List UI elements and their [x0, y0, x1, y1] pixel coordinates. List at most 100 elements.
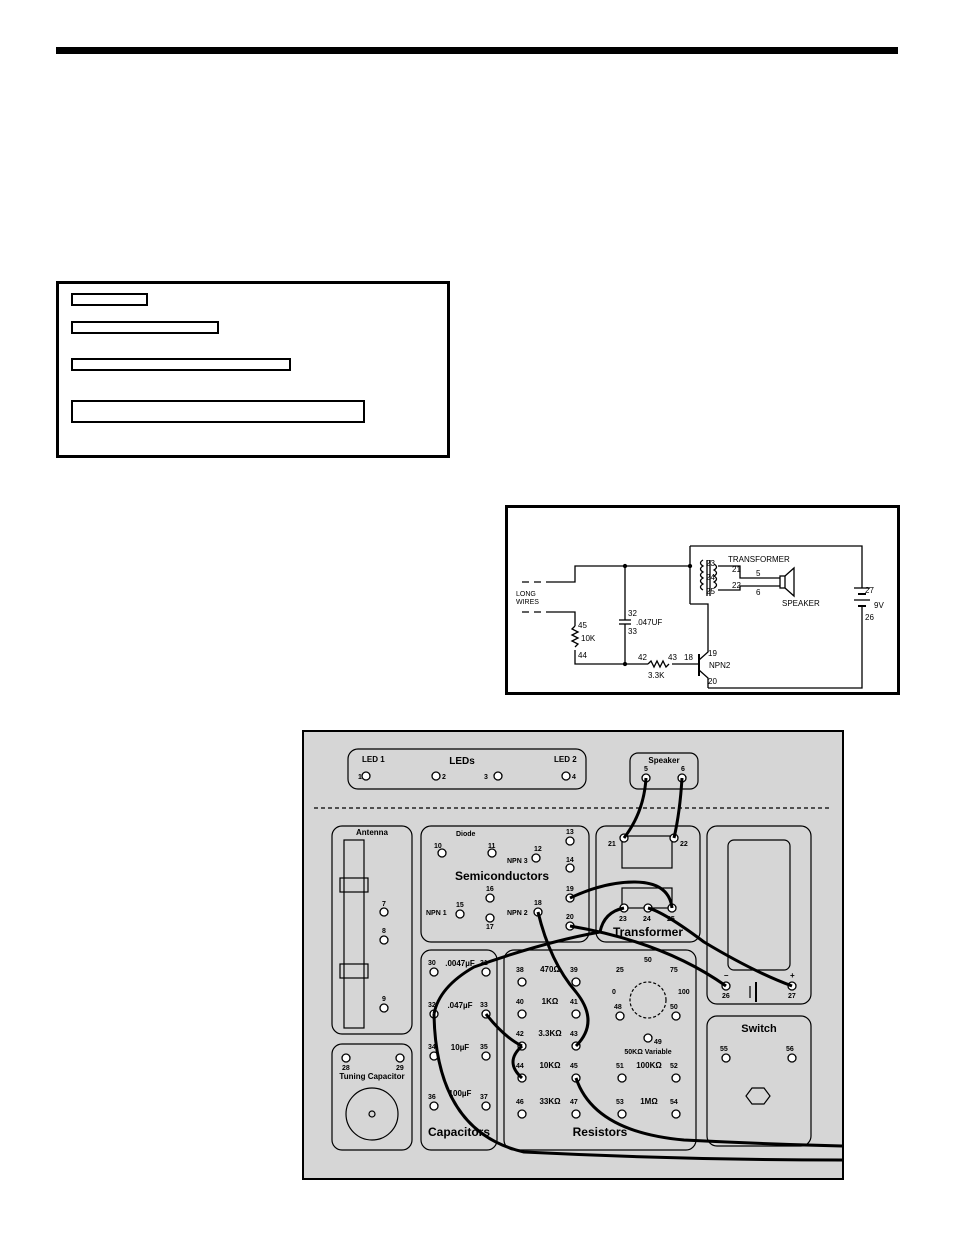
- terminal-16[interactable]: [485, 893, 495, 903]
- parts-line-2: [71, 321, 219, 334]
- long-wire-45[interactable]: [574, 1077, 842, 1148]
- resistor-100k-label: 100KΩ: [636, 1061, 662, 1070]
- terminal-55[interactable]: [721, 1053, 731, 1063]
- terminal-1[interactable]: [361, 771, 371, 781]
- switch-panel: [706, 1015, 812, 1147]
- terminal-50[interactable]: [671, 1011, 681, 1021]
- terminal-56[interactable]: [787, 1053, 797, 1063]
- terminal-10[interactable]: [437, 848, 447, 858]
- terminal-47[interactable]: [571, 1109, 581, 1119]
- tuning-capacitor-title: Tuning Capacitor: [339, 1072, 404, 1081]
- svg-text:49: 49: [654, 1039, 662, 1046]
- transformer-core-top: [621, 835, 673, 869]
- terminal-2[interactable]: [431, 771, 441, 781]
- semiconductors-title: Semiconductors: [455, 869, 549, 883]
- wire-23-32[interactable]: [432, 906, 625, 1015]
- transformer-primary-coil: [699, 559, 705, 591]
- pin-33: 33: [628, 627, 637, 636]
- wire-19-25[interactable]: [569, 880, 674, 909]
- terminal-49[interactable]: [643, 1033, 653, 1043]
- terminal-46[interactable]: [517, 1109, 527, 1119]
- pin-43: 43: [668, 653, 677, 662]
- wire-42-44[interactable]: [511, 1044, 524, 1080]
- svg-text:30: 30: [428, 960, 436, 967]
- svg-text:45: 45: [570, 1063, 578, 1070]
- terminal-41[interactable]: [571, 1009, 581, 1019]
- antenna-title: Antenna: [356, 828, 389, 837]
- terminal-3[interactable]: [493, 771, 503, 781]
- svg-text:17: 17: [486, 924, 494, 931]
- svg-text:33: 33: [480, 1002, 488, 1009]
- switch-title: Switch: [741, 1023, 777, 1035]
- antenna-rod: [343, 839, 365, 1029]
- schematic-diagram: LONG WIRES TRANSFORMER 23 24 25 21 22 5 …: [505, 505, 900, 695]
- wire-battery-top: [690, 545, 863, 588]
- terminal-4[interactable]: [561, 771, 571, 781]
- pin-20: 20: [708, 677, 717, 686]
- terminal-9[interactable]: [379, 1003, 389, 1013]
- battery-label: 9V: [874, 601, 884, 610]
- terminal-14[interactable]: [565, 863, 575, 873]
- svg-text:34: 34: [428, 1044, 436, 1051]
- terminal-11[interactable]: [487, 848, 497, 858]
- terminal-40[interactable]: [517, 1009, 527, 1019]
- terminal-17[interactable]: [485, 913, 495, 923]
- wire-18-43[interactable]: [536, 911, 590, 1048]
- parts-line-4: [71, 400, 365, 423]
- wire-top: [552, 565, 690, 583]
- resistor-33k-label: 33KΩ: [539, 1097, 561, 1106]
- wire-24-27[interactable]: [647, 906, 793, 988]
- terminal-13[interactable]: [565, 836, 575, 846]
- wire-5-21[interactable]: [622, 777, 648, 839]
- svg-text:14: 14: [566, 857, 574, 864]
- wire-6-22[interactable]: [672, 777, 684, 839]
- pin-42: 42: [638, 653, 647, 662]
- terminal-29[interactable]: [395, 1053, 405, 1063]
- terminal-37[interactable]: [481, 1101, 491, 1111]
- svg-text:42: 42: [516, 1031, 524, 1038]
- svg-text:56: 56: [786, 1046, 794, 1053]
- tuning-capacitor-panel: [331, 1043, 413, 1151]
- terminal-30[interactable]: [429, 967, 439, 977]
- svg-text:48: 48: [614, 1004, 622, 1011]
- terminal-39[interactable]: [571, 977, 581, 987]
- terminal-52[interactable]: [671, 1073, 681, 1083]
- npn3-label: NPN 3: [507, 858, 528, 865]
- speaker-panel: [629, 752, 699, 790]
- led1-label: LED 1: [362, 755, 385, 764]
- svg-text:38: 38: [516, 967, 524, 974]
- resistor-3k3-label: 3.3K: [648, 671, 665, 680]
- capacitor-label: .047UF: [636, 618, 662, 627]
- terminal-8[interactable]: [379, 935, 389, 945]
- wire-33-42[interactable]: [484, 1013, 523, 1048]
- long-wire-32[interactable]: [432, 1013, 842, 1162]
- switch-button[interactable]: [745, 1087, 771, 1105]
- terminal-48[interactable]: [615, 1011, 625, 1021]
- terminal-28[interactable]: [341, 1053, 351, 1063]
- svg-text:50: 50: [670, 1004, 678, 1011]
- terminal-35[interactable]: [481, 1051, 491, 1061]
- pin-27: 27: [865, 586, 874, 595]
- svg-text:6: 6: [681, 766, 685, 773]
- pin-5: 5: [756, 569, 761, 578]
- svg-text:75: 75: [670, 967, 678, 974]
- resistor-10k-symbol: [570, 625, 580, 648]
- svg-text:25: 25: [616, 967, 624, 974]
- pin-18: 18: [684, 653, 693, 662]
- terminal-38[interactable]: [517, 977, 527, 987]
- terminal-36[interactable]: [429, 1101, 439, 1111]
- resistors-panel: [503, 949, 697, 1151]
- speaker-label: SPEAKER: [782, 599, 820, 608]
- terminal-51[interactable]: [617, 1073, 627, 1083]
- terminal-53[interactable]: [617, 1109, 627, 1119]
- svg-text:47: 47: [570, 1099, 578, 1106]
- svg-text:22: 22: [680, 841, 688, 848]
- svg-text:43: 43: [570, 1031, 578, 1038]
- svg-text:28: 28: [342, 1065, 350, 1072]
- terminal-7[interactable]: [379, 907, 389, 917]
- wire-20-26[interactable]: [569, 924, 727, 988]
- terminal-15[interactable]: [455, 909, 465, 919]
- terminal-31[interactable]: [481, 967, 491, 977]
- terminal-12[interactable]: [531, 853, 541, 863]
- terminal-54[interactable]: [671, 1109, 681, 1119]
